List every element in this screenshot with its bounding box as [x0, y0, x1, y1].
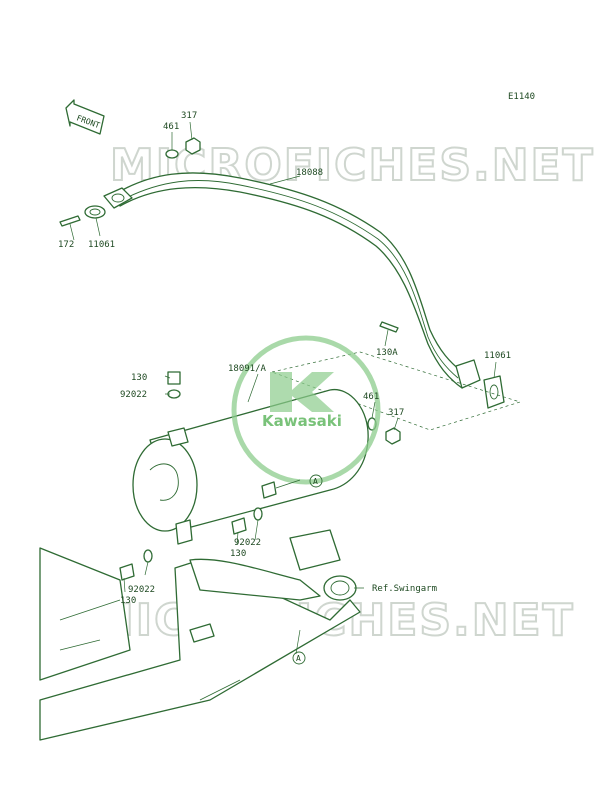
label-172: 172 — [58, 240, 74, 250]
pipe-flange-left — [103, 187, 133, 209]
front-arrow-icon: FRONT — [65, 99, 105, 135]
nut-317-top — [185, 137, 201, 155]
label-317-mid: 317 — [388, 408, 404, 418]
washer-92022-mid — [253, 507, 263, 521]
label-ref-swingarm: Ref.Swingarm — [372, 584, 437, 594]
label-11061-right: 11061 — [484, 351, 511, 361]
label-130A: 130A — [376, 348, 398, 358]
washer-461-top — [165, 149, 179, 159]
pipe-flange-right — [455, 359, 481, 389]
bolt-130-top — [167, 371, 181, 385]
ref-marker-a-lower-label: A — [296, 654, 301, 663]
gasket-11061-left — [84, 205, 106, 219]
label-18088: 18088 — [296, 168, 323, 178]
kawasaki-logo: Kawasaki — [231, 335, 381, 485]
label-130-top: 130 — [131, 373, 147, 383]
label-461-top: 461 — [163, 122, 179, 132]
label-18091A: 18091/A — [228, 364, 267, 374]
label-130-low: 130 — [120, 596, 136, 606]
ref-marker-a-upper: A — [309, 474, 323, 488]
kawasaki-logo-text: Kawasaki — [262, 412, 342, 430]
label-130-mid: 130 — [230, 549, 246, 559]
bolt-130-mid — [231, 517, 247, 535]
label-92022-mid: 92022 — [234, 538, 261, 548]
ref-marker-a-upper-label: A — [313, 477, 318, 486]
label-11061-left: 11061 — [88, 240, 115, 250]
label-461-mid: 461 — [363, 392, 379, 402]
label-92022-low: 92022 — [128, 585, 155, 595]
label-317-top: 317 — [181, 111, 197, 121]
label-92022-top: 92022 — [120, 390, 147, 400]
diagram-code: E1140 — [508, 92, 535, 102]
frame-swingarm — [39, 529, 361, 741]
gasket-11061-right — [483, 375, 505, 409]
washer-92022-low — [143, 549, 153, 563]
exhaust-pipe-18088 — [111, 172, 471, 389]
bolt-130A — [379, 321, 399, 333]
ref-marker-a-lower: A — [292, 651, 306, 665]
bolt-130-low — [119, 563, 135, 581]
leader-lines — [69, 121, 497, 655]
muffler-18091A — [132, 388, 369, 545]
stud-bolt-172 — [59, 215, 81, 227]
nut-317-mid — [385, 427, 401, 445]
